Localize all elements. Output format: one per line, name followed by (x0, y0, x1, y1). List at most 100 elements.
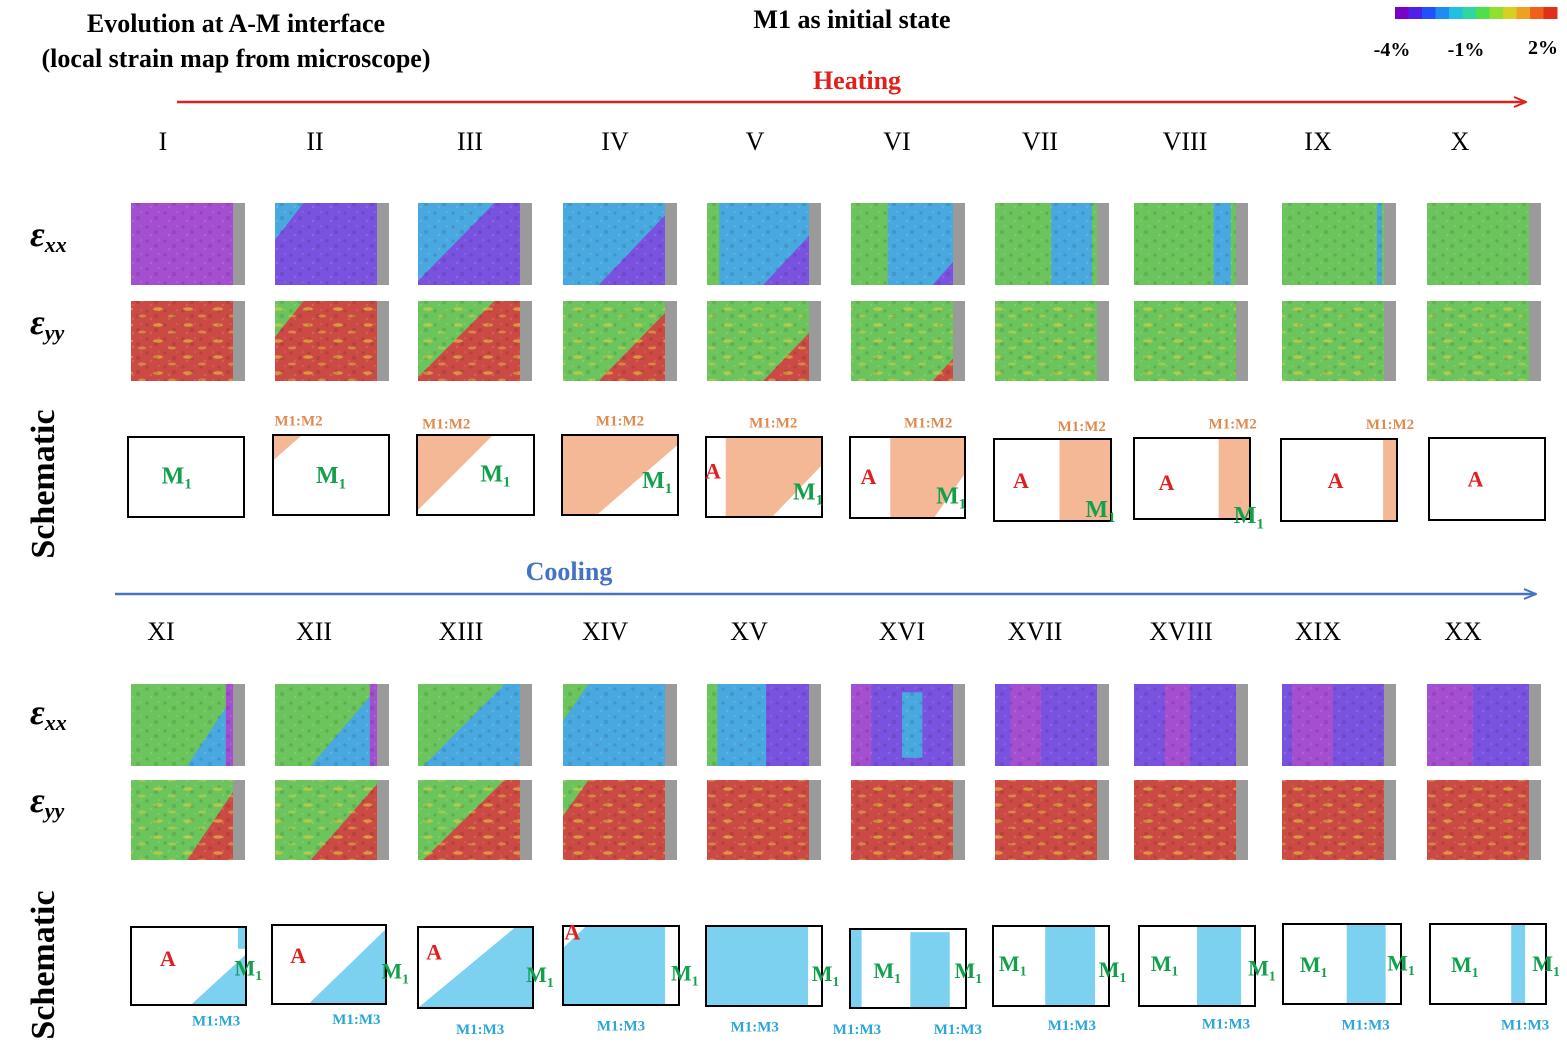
strain-texture (418, 203, 520, 285)
strain-map-exx-XIII (418, 684, 532, 766)
strain-texture (1282, 203, 1384, 285)
panel-edge (520, 780, 532, 860)
strain-texture (707, 203, 809, 285)
strain-texture (995, 780, 1097, 860)
m1m3-label: M1:M3 (1501, 1018, 1549, 1034)
schematic-box (849, 928, 967, 1009)
strain-map-exx-XII (275, 684, 389, 766)
strain-texture (418, 684, 520, 766)
m1m2-domain (562, 435, 678, 515)
panel-edge (1384, 203, 1396, 285)
strain-texture (563, 301, 665, 381)
schematic-box (561, 434, 679, 516)
stage-label-XIX: XIX (1295, 617, 1341, 646)
strain-texture (131, 203, 233, 285)
stage-label-IX: IX (1304, 127, 1332, 156)
panel-edge (953, 684, 965, 766)
m1m3-domain (850, 929, 862, 1008)
schematic-IX: AM1:M2 (1280, 417, 1414, 522)
panel-edge (665, 301, 677, 381)
strain-texture (275, 780, 377, 860)
stage-label-I: I (159, 127, 168, 156)
schematic-box-fill (128, 437, 244, 517)
m1m3-label: M1:M3 (1341, 1018, 1389, 1034)
panel-edge (233, 203, 245, 285)
stage-label-VII: VII (1022, 127, 1058, 156)
colorbar-segment (1435, 7, 1450, 19)
strain-texture (851, 203, 953, 285)
m1m3-label: M1:M3 (1202, 1016, 1250, 1032)
colorbar-segment (1408, 7, 1423, 19)
m1-phase-label: M1 (480, 461, 510, 490)
colorbar-segment (1449, 7, 1463, 19)
stage-label-IV: IV (601, 127, 629, 156)
panel-edge (809, 780, 821, 860)
row-label-schematic-cooling: Schematic (25, 890, 62, 1039)
schematic-I: M1 (127, 436, 245, 518)
panel-edge (377, 301, 389, 381)
strain-map-exx-XIV (563, 684, 677, 766)
strain-map-eyy-V (707, 301, 821, 381)
row-label-schematic-heating: Schematic (25, 409, 62, 558)
m1m2-label: M1:M2 (274, 413, 322, 429)
m1m3-domain (1197, 926, 1242, 1006)
m1m3-label: M1:M3 (1048, 1018, 1096, 1034)
m1m3-domain (1045, 926, 1096, 1006)
strain-map-eyy-XV (707, 780, 821, 860)
colorbar-tick-mid: -1% (1448, 39, 1485, 61)
panel-edge (520, 203, 532, 285)
panel-edge (1529, 780, 1541, 860)
strain-map-eyy-I (131, 301, 245, 381)
austenite-label: A (705, 459, 721, 484)
colorbar-segment (1462, 7, 1477, 19)
m1m2-label: M1:M2 (1058, 419, 1106, 435)
stage-label-XV: XV (730, 617, 768, 646)
colorbar-segment (1543, 7, 1558, 19)
m1m3-domain (910, 932, 950, 1008)
strain-map-exx-XX (1427, 684, 1541, 766)
panel-edge (1236, 780, 1248, 860)
strain-texture (1427, 203, 1529, 285)
m1m3-domain (308, 928, 386, 1004)
strain-texture (275, 301, 377, 381)
strain-map-eyy-XIII (418, 780, 532, 860)
strain-texture (1134, 203, 1236, 285)
panel-edge (377, 684, 389, 766)
austenite-label: A (290, 943, 306, 968)
m1-phase-label: M1 (812, 961, 840, 989)
strain-map-eyy-XVI (851, 780, 965, 860)
svg-text:εyy: εyy (30, 780, 65, 823)
strain-map-eyy-XVIII (1134, 780, 1248, 860)
m1-phase-label: M1 (235, 955, 263, 983)
panel-edge (809, 301, 821, 381)
panel-edge (953, 301, 965, 381)
svg-text:εxx: εxx (30, 692, 67, 735)
colorbar (1395, 7, 1558, 19)
m1m2-domain (1059, 439, 1111, 521)
m1-phase-label: M1 (793, 479, 823, 508)
schematic-box (1133, 437, 1251, 520)
m1m2-domain (417, 435, 494, 511)
strain-texture (995, 301, 1097, 381)
panel-edge (665, 780, 677, 860)
strain-texture (851, 301, 953, 381)
panel-edge (1097, 684, 1109, 766)
stage-label-XX: XX (1444, 617, 1482, 646)
strain-map-eyy-VII (995, 301, 1109, 381)
colorbar-segment (1503, 7, 1517, 19)
stage-label-VI: VI (883, 127, 910, 156)
colorbar-tick-min: -4% (1374, 39, 1411, 61)
schematic-box (416, 434, 535, 516)
schematic-box (1280, 438, 1398, 522)
strain-map-eyy-XI (131, 780, 245, 860)
m1m2-domain (890, 437, 965, 518)
